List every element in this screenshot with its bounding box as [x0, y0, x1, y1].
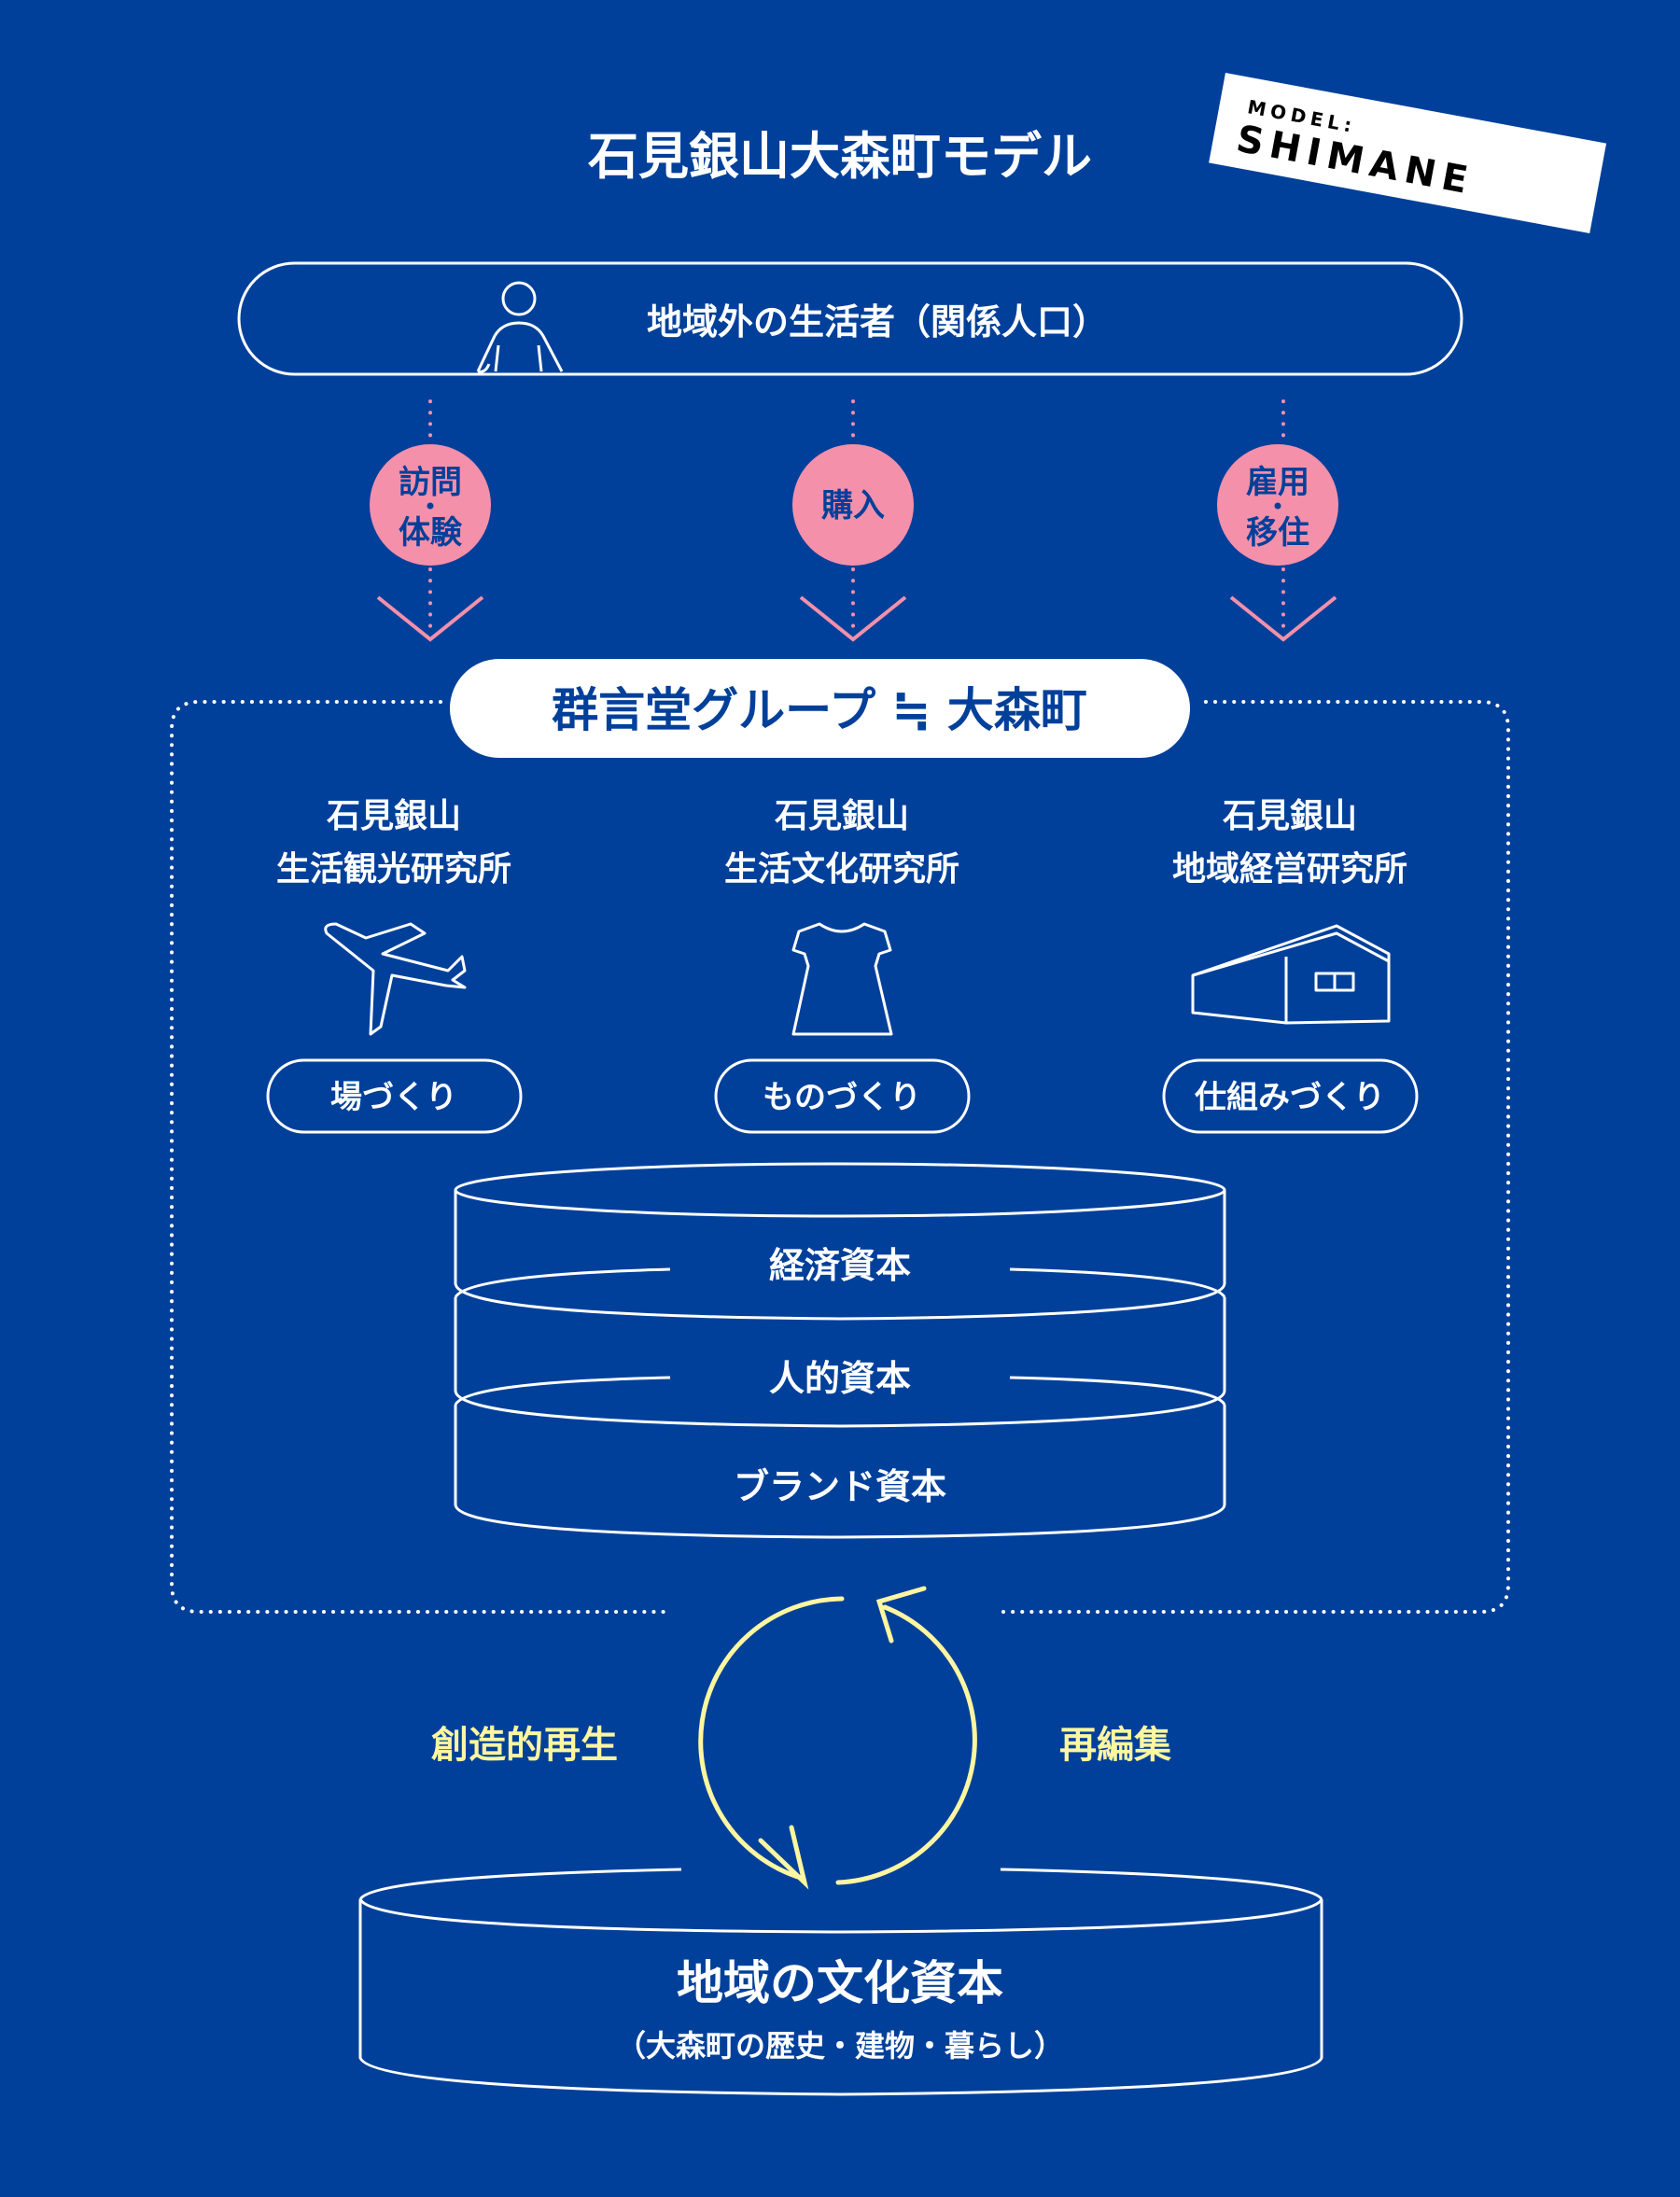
arrow-down-icon — [1229, 595, 1337, 642]
arrow-down-icon — [376, 595, 484, 642]
dress-icon — [791, 922, 893, 1036]
airplane-icon — [324, 922, 467, 1036]
capital-economic: 経済資本 — [769, 1245, 911, 1286]
flow-employment-line1: 雇用 — [1246, 464, 1309, 501]
arrow-down-icon — [799, 595, 907, 642]
capital-brand: ブランド資本 — [734, 1466, 946, 1507]
capital-stack — [454, 1162, 1226, 1539]
house-icon — [1191, 924, 1391, 1025]
cultural-capital-subtitle: （大森町の歴史・建物・暮らし） — [616, 2028, 1064, 2064]
institute-1-line1: 石見銀山 — [327, 797, 461, 835]
outside-residents-label: 地域外の生活者（関係人口） — [647, 301, 1108, 343]
institute-2-line1: 石見銀山 — [775, 797, 909, 835]
group-pill — [450, 659, 1190, 758]
cycle-right-label: 再編集 — [1059, 1724, 1171, 1767]
flow-employment-line2: 移住 — [1246, 514, 1309, 552]
tag-place-making-label: 場づくり — [330, 1079, 457, 1116]
institute-3-line2: 地域経営研究所 — [1172, 850, 1407, 889]
institute-3-line1: 石見銀山 — [1223, 797, 1357, 835]
cycle-left-label: 創造的再生 — [431, 1724, 618, 1767]
outside-residents-pill — [237, 261, 1463, 376]
capital-human: 人的資本 — [769, 1358, 911, 1399]
model-shimane-badge: MODEL: SHIMANE — [1209, 73, 1607, 233]
tag-product-making-label: ものづくり — [763, 1079, 921, 1116]
cultural-capital-cylinder — [358, 1868, 1323, 2096]
cycle-arrows-icon — [698, 1586, 977, 1890]
page-title: 石見銀山大森町モデル — [588, 127, 1092, 186]
flow-visit-line2: 体験 — [399, 514, 463, 552]
institute-2-line2: 生活文化研究所 — [724, 850, 959, 889]
tag-system-making-label: 仕組みづくり — [1195, 1079, 1385, 1116]
flow-purchase-circle — [792, 444, 914, 566]
person-icon — [476, 281, 564, 373]
cultural-capital-title: 地域の文化資本 — [677, 1956, 1003, 2010]
tag-product-making — [714, 1058, 971, 1134]
institute-1-line2: 生活観光研究所 — [276, 850, 511, 889]
group-boundary — [170, 700, 1510, 1614]
tag-place-making — [266, 1058, 523, 1134]
tag-system-making — [1162, 1058, 1419, 1134]
flow-purchase-label: 購入 — [821, 487, 885, 525]
group-label: 群言堂グループ ≒ 大森町 — [552, 683, 1087, 737]
flow-visit-line1: 訪問 — [399, 464, 462, 501]
